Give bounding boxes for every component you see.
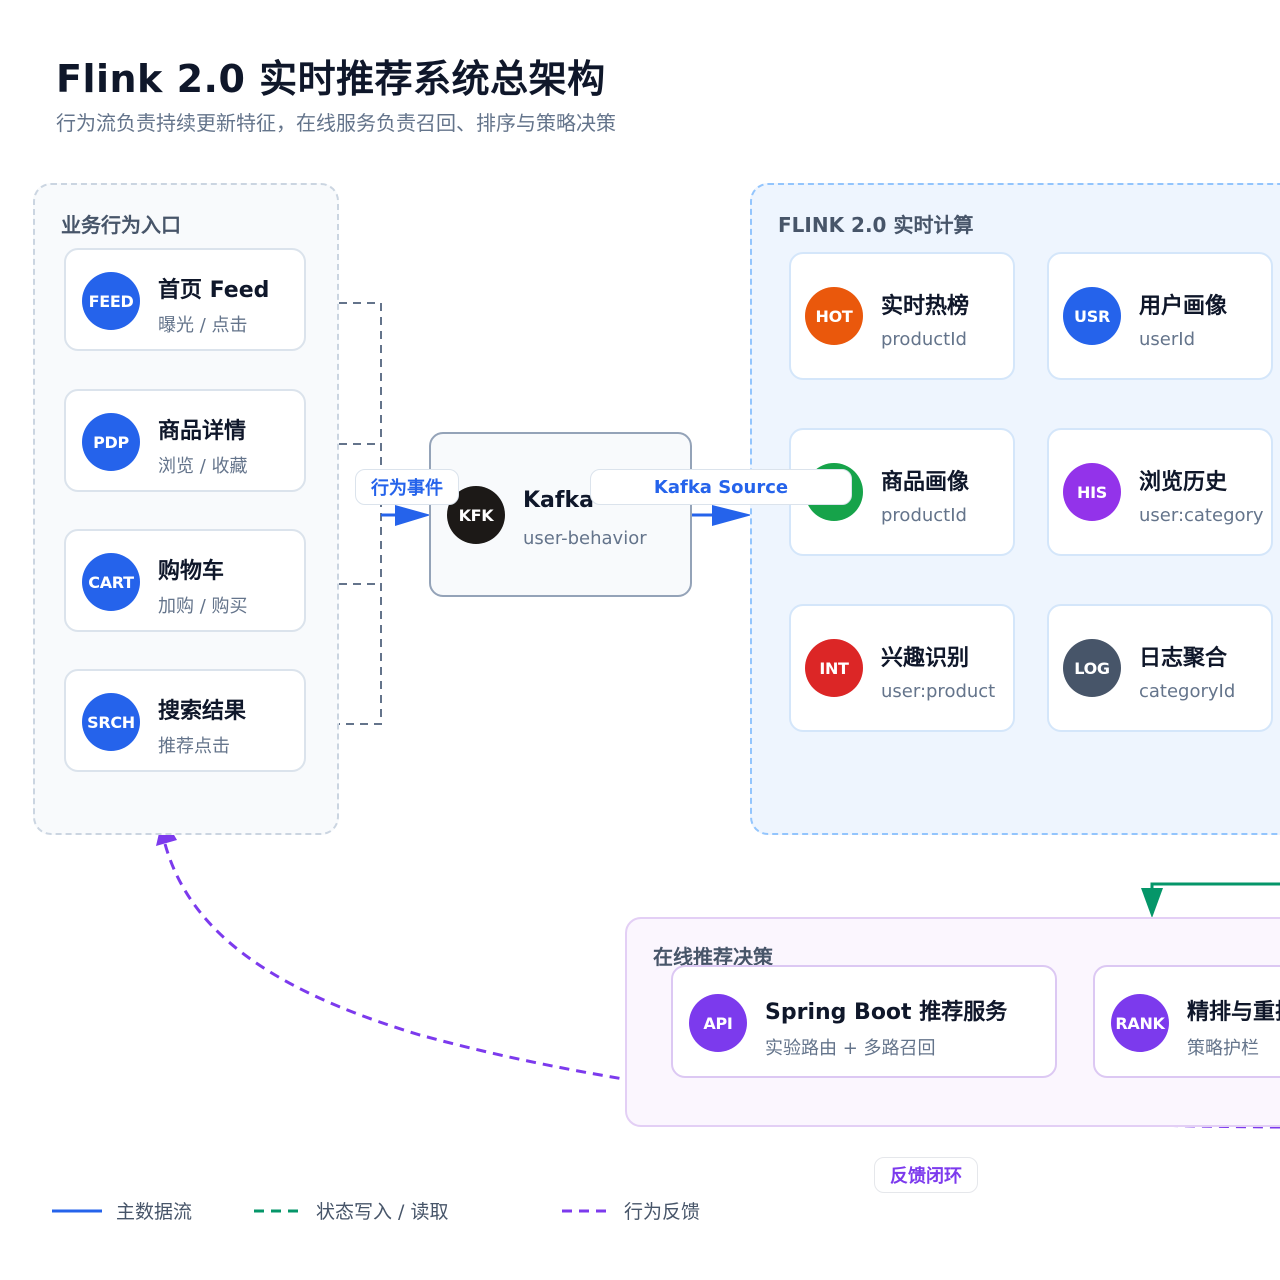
- hot-badge-icon: HOT: [805, 287, 863, 345]
- flink-card-title: 兴趣识别: [881, 646, 970, 671]
- legend-label: 行为反馈: [624, 1201, 701, 1223]
- legend-main-flow: 主数据流: [52, 1197, 192, 1224]
- page-subtitle: 行为流负责持续更新特征，在线服务负责召回、排序与策略决策: [56, 111, 616, 135]
- flink-card-title: 商品画像: [881, 470, 970, 495]
- arrow-to-kafka-head: [395, 505, 431, 526]
- online-card-title: 精排与重排: [1187, 1000, 1280, 1025]
- source-card-pdp[interactable]: PDP 商品详情 浏览 / 收藏: [64, 389, 306, 492]
- flink-card-title: 用户画像: [1139, 294, 1228, 319]
- dashed-purple-line-icon: [562, 1209, 610, 1212]
- source-card-sub: 曝光 / 点击: [158, 315, 248, 336]
- solid-line-icon: [52, 1209, 102, 1212]
- flink-card-history[interactable]: HIS 浏览历史 user:category: [1047, 428, 1273, 556]
- int-badge-icon: INT: [805, 639, 863, 697]
- dashed-green-line-icon: [254, 1209, 302, 1212]
- behavior-entry-label: 业务行为入口: [61, 213, 181, 237]
- source-card-cart[interactable]: CART 购物车 加购 / 购买: [64, 529, 306, 632]
- kafka-topic: user-behavior: [523, 528, 647, 549]
- legend-state-rw: 状态写入 / 读取: [254, 1197, 448, 1224]
- flink-label: FLINK 2.0 实时计算: [778, 213, 974, 237]
- flink-card-sub: user:product: [881, 681, 996, 702]
- source-bracket: [339, 302, 382, 725]
- api-badge-icon: API: [689, 994, 747, 1052]
- legend-feedback: 行为反馈: [562, 1197, 700, 1224]
- flink-card-sub: productId: [881, 329, 967, 350]
- pdp-badge-icon: PDP: [82, 413, 140, 471]
- flink-card-title: 实时热榜: [881, 294, 970, 319]
- source-card-sub: 推荐点击: [158, 736, 230, 757]
- online-card-sub: 实验路由 + 多路召回: [765, 1038, 936, 1059]
- edge-label-feedback-loop: 反馈闭环: [874, 1157, 978, 1193]
- source-card-title: 购物车: [158, 559, 225, 584]
- flink-card-title: 浏览历史: [1139, 470, 1228, 495]
- source-card-sub: 浏览 / 收藏: [158, 456, 248, 477]
- edge-label-kafka-source: Kafka Source: [590, 469, 852, 505]
- online-card-title: Spring Boot 推荐服务: [765, 1000, 1008, 1025]
- flink-card-log[interactable]: LOG 日志聚合 categoryId: [1047, 604, 1273, 732]
- flink-card-interest[interactable]: INT 兴趣识别 user:product: [789, 604, 1015, 732]
- page-title: Flink 2.0 实时推荐系统总架构: [56, 57, 606, 101]
- online-card-api[interactable]: API Spring Boot 推荐服务 实验路由 + 多路召回: [671, 965, 1057, 1078]
- state-arrow: [1150, 882, 1280, 900]
- kafka-node[interactable]: KFK Kafka user-behavior: [429, 432, 692, 597]
- legend-label: 主数据流: [116, 1201, 193, 1223]
- his-badge-icon: HIS: [1063, 463, 1121, 521]
- flink-card-hot[interactable]: HOT 实时热榜 productId: [789, 252, 1015, 380]
- cart-badge-icon: CART: [82, 553, 140, 611]
- edge-label-behavior-event: 行为事件: [355, 469, 459, 505]
- flink-card-sub: user:category: [1139, 505, 1264, 526]
- source-card-search[interactable]: SRCH 搜索结果 推荐点击: [64, 669, 306, 772]
- flink-card-sub: categoryId: [1139, 681, 1236, 702]
- source-card-sub: 加购 / 购买: [158, 596, 248, 617]
- flink-card-sub: productId: [881, 505, 967, 526]
- source-card-feed[interactable]: FEED 首页 Feed 曝光 / 点击: [64, 248, 306, 351]
- usr-badge-icon: USR: [1063, 287, 1121, 345]
- online-card-rank[interactable]: RANK 精排与重排 策略护栏: [1093, 965, 1280, 1078]
- arrow-to-flink-head: [712, 505, 752, 526]
- legend-label: 状态写入 / 读取: [316, 1201, 449, 1223]
- state-arrow-head: [1141, 888, 1163, 918]
- source-card-title: 首页 Feed: [158, 278, 270, 303]
- search-badge-icon: SRCH: [82, 693, 140, 751]
- online-card-sub: 策略护栏: [1187, 1038, 1259, 1059]
- feed-badge-icon: FEED: [82, 272, 140, 330]
- rank-badge-icon: RANK: [1111, 994, 1169, 1052]
- flink-card-title: 日志聚合: [1139, 646, 1228, 671]
- log-badge-icon: LOG: [1063, 639, 1121, 697]
- flink-card-sub: userId: [1139, 329, 1195, 350]
- flink-card-user[interactable]: USR 用户画像 userId: [1047, 252, 1273, 380]
- source-card-title: 搜索结果: [158, 699, 247, 724]
- kafka-title: Kafka: [523, 488, 594, 513]
- source-card-title: 商品详情: [158, 419, 247, 444]
